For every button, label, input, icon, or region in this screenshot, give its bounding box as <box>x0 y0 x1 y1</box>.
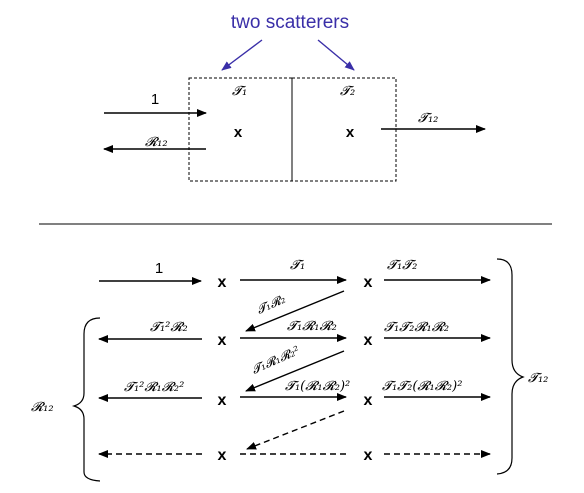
diagram-title: two scatterers <box>231 12 349 33</box>
row1-between-label: 𝓣₁ <box>290 258 305 273</box>
scatterer-2-label: 𝓣₂ <box>340 84 355 99</box>
scatterer-1-label: 𝓣₁ <box>232 84 247 99</box>
row1-marker-2: x <box>364 274 373 291</box>
scatterer-1-box <box>188 77 293 182</box>
row3-marker-2: x <box>364 392 373 409</box>
row2-marker-1: x <box>218 332 227 349</box>
title-arrow-right <box>317 39 355 71</box>
row2-out-label: 𝓣₁𝓣₂𝓡₁𝓡₂ <box>384 320 449 335</box>
diag1-arrow <box>245 290 345 332</box>
diag3-dashed-arrow <box>246 410 345 450</box>
row2-marker-2: x <box>364 332 373 349</box>
row4-marker-2: x <box>364 447 373 464</box>
row2-back-label: 𝓣₁²𝓡₂ <box>150 320 188 335</box>
transmitted-label: 𝓣₁₂ <box>418 111 438 126</box>
incident-label: 1 <box>151 91 159 108</box>
row2-between-label: 𝓣₁𝓡₁𝓡₂ <box>287 319 337 334</box>
right-brace <box>496 258 525 475</box>
row3-marker-1: x <box>218 392 227 409</box>
row3-back-label: 𝓣₁²𝓡₁𝓡₂² <box>124 380 184 395</box>
row3-between-label: 𝓣₁(𝓡₁𝓡₂)² <box>285 379 350 394</box>
right-sum-label: 𝓣₁₂ <box>528 371 548 386</box>
diag2-arrow <box>245 350 345 392</box>
scatterer-1-marker: x <box>234 124 243 141</box>
row1-out-label: 𝓣₁𝓣₂ <box>387 258 417 273</box>
row1-marker-1: x <box>218 274 227 291</box>
diag1-label: 𝓣₁𝓡₂ <box>255 292 288 317</box>
row1-incoming-label: 1 <box>155 260 163 277</box>
title-arrow-left <box>221 39 263 71</box>
reflected-label: 𝓡₁₂ <box>145 135 168 150</box>
left-sum-label: 𝓡₁₂ <box>31 400 54 415</box>
row4-marker-1: x <box>218 447 227 464</box>
row3-out-label: 𝓣₁𝓣₂(𝓡₁𝓡₂)² <box>382 379 462 394</box>
scatterer-2-marker: x <box>346 124 355 141</box>
left-brace <box>71 317 101 482</box>
